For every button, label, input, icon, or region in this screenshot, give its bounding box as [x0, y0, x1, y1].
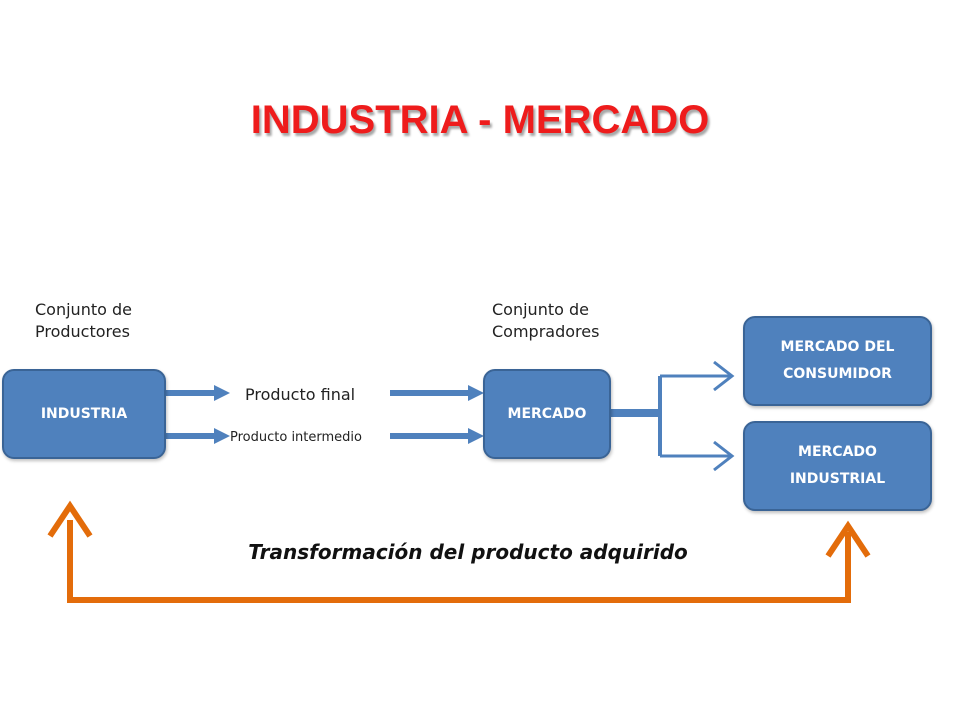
mercado-consumidor-box: MERCADO DEL CONSUMIDOR: [743, 316, 932, 406]
producto-intermedio-left-arrowhead: [214, 428, 230, 444]
consumidor-branch-arrowhead: [713, 360, 735, 392]
productores-label: Conjunto de Productores: [35, 300, 132, 341]
producto-final-right-arrowhead: [468, 385, 484, 401]
compradores-label: Conjunto de Compradores: [492, 300, 600, 341]
transformation-caption: Transformación del producto adquirido: [248, 540, 688, 564]
producto-intermedio-label: Producto intermedio: [230, 430, 362, 445]
return-loop-arrow: [67, 520, 851, 603]
mercado-industrial-box: MERCADO INDUSTRIAL: [743, 421, 932, 511]
return-loop-right-arrowhead: [825, 520, 871, 558]
mercado-box: MERCADO: [483, 369, 611, 459]
industria-box: INDUSTRIA: [2, 369, 166, 459]
producto-intermedio-right-arrowhead: [468, 428, 484, 444]
producto-final-left-arrowhead: [214, 385, 230, 401]
return-loop-left-arrowhead: [47, 500, 93, 538]
producto-final-label: Producto final: [245, 385, 356, 404]
slide-title: INDUSTRIA - MERCADO: [250, 98, 710, 142]
industrial-branch-arrowhead: [713, 440, 735, 472]
